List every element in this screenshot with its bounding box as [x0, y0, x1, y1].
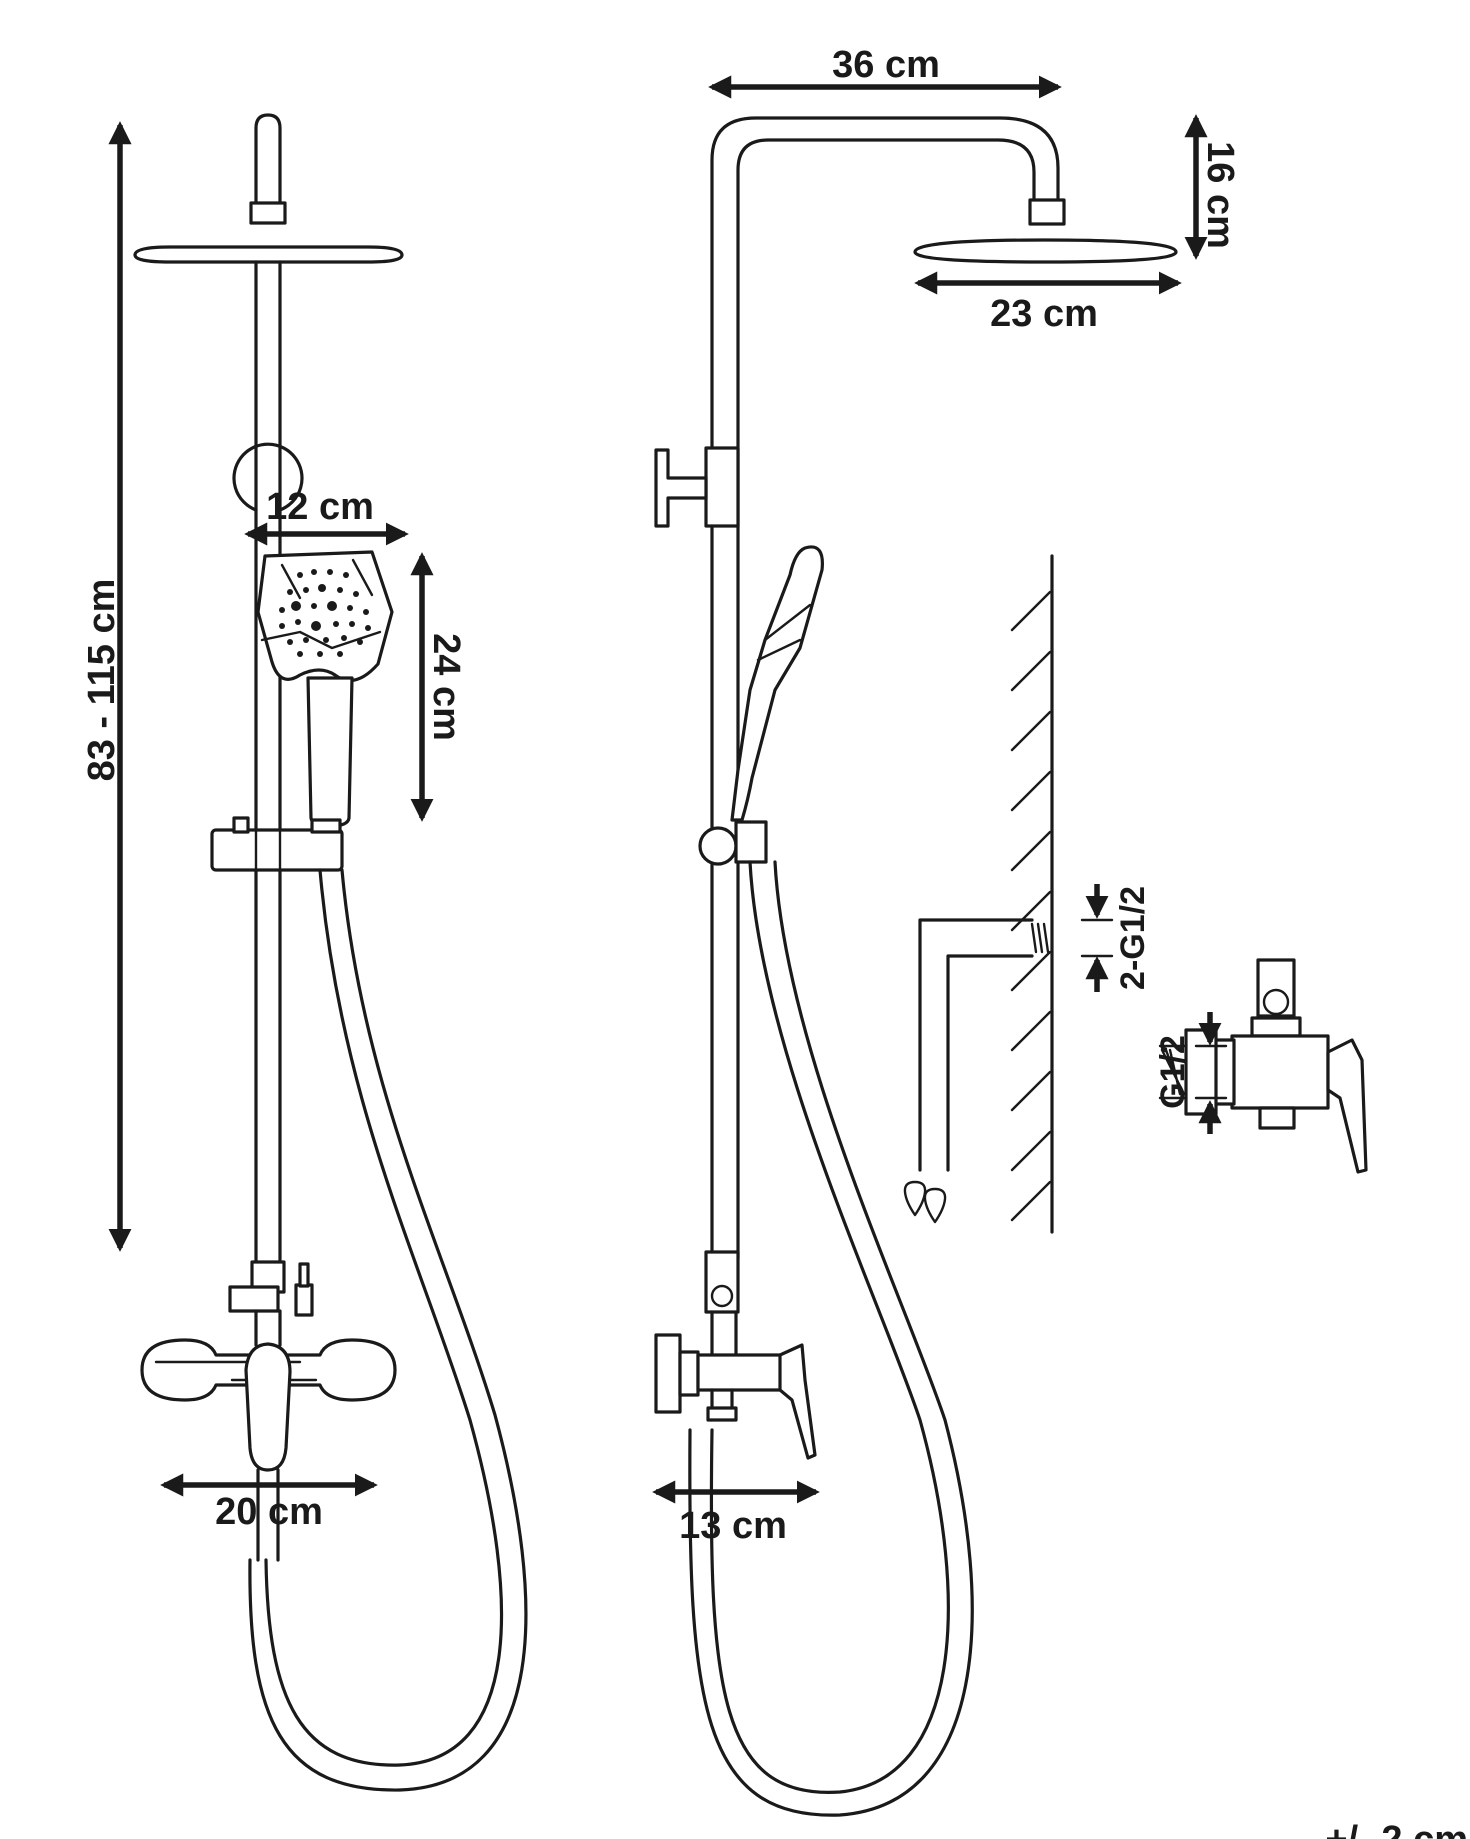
spray-nozzle	[291, 601, 301, 611]
spray-nozzle	[349, 621, 355, 627]
wall-connection-detail	[903, 554, 1368, 1234]
hand-shower-spray-pattern	[279, 569, 371, 657]
spray-nozzle	[327, 569, 333, 575]
spray-nozzle	[337, 651, 343, 657]
spray-nozzle	[287, 589, 293, 595]
label-hand-shower-height: 24 cm	[425, 633, 467, 741]
spray-nozzle	[311, 569, 317, 575]
spray-nozzle	[341, 635, 347, 641]
label-head-drop: 16 cm	[1199, 141, 1241, 249]
label-height-range: 83 - 115 cm	[81, 579, 123, 782]
dimension-labels: 83 - 115 cm 12 cm 24 cm 20 cm 36 cm 16 c…	[81, 44, 1468, 1839]
spray-nozzle	[279, 607, 285, 613]
spray-nozzle	[297, 572, 303, 578]
wall-hatching	[1010, 590, 1052, 1222]
label-hand-shower-width: 12 cm	[266, 486, 374, 528]
spray-nozzle	[337, 587, 343, 593]
spray-nozzle	[287, 639, 293, 645]
spray-nozzle	[347, 605, 353, 611]
spray-nozzle	[297, 651, 303, 657]
spray-nozzle	[318, 584, 326, 592]
label-tolerance: +/- 2 cm	[1325, 1819, 1468, 1839]
dimension-lines	[108, 75, 1228, 1504]
side-view	[654, 116, 1178, 1817]
spray-nozzle	[317, 651, 323, 657]
label-arm-length: 36 cm	[832, 44, 940, 86]
spray-nozzle	[323, 637, 329, 643]
label-wall-connection: 2-G1/2	[1114, 886, 1152, 990]
spray-nozzle	[295, 619, 301, 625]
spray-nozzle	[303, 587, 309, 593]
spray-nozzle	[363, 609, 369, 615]
label-valve-connection: G1/2	[1154, 1035, 1192, 1109]
front-view	[133, 113, 528, 1792]
spray-nozzle	[327, 601, 337, 611]
spray-nozzle	[343, 572, 349, 578]
spray-nozzle	[333, 621, 339, 627]
label-mixer-depth: 13 cm	[679, 1505, 787, 1547]
spray-nozzle	[311, 603, 317, 609]
spray-nozzle	[365, 625, 371, 631]
spray-nozzle	[353, 591, 359, 597]
spray-nozzle	[311, 621, 321, 631]
spray-nozzle	[279, 623, 285, 629]
spray-nozzle	[303, 637, 309, 643]
spray-nozzle	[357, 639, 363, 645]
label-head-diameter: 23 cm	[990, 293, 1098, 335]
label-mixer-width: 20 cm	[215, 1491, 323, 1533]
